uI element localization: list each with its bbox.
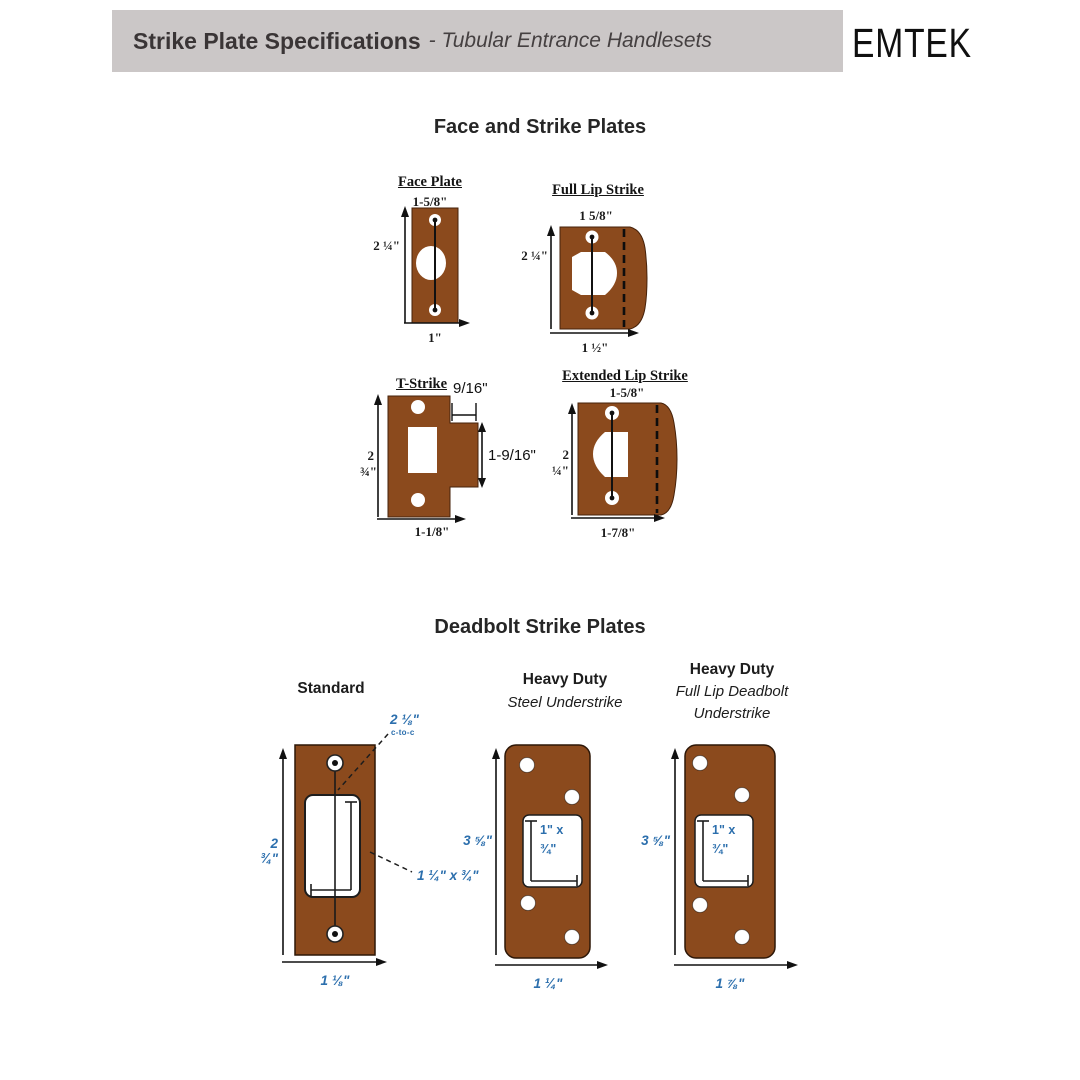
arrow-up-small — [478, 422, 486, 432]
screw-center-bottom — [332, 931, 338, 937]
screw-center-top — [432, 217, 438, 223]
screw-center-bottom — [609, 495, 615, 501]
t-strike-dim-bottom: 1-1/8" — [414, 524, 450, 539]
screw-hole-4 — [734, 929, 750, 945]
hd-steel-drawing — [492, 744, 608, 969]
extended-lip-dim-top: 1-5/8" — [609, 385, 645, 400]
latch-cutout — [593, 432, 628, 477]
face-plate-dim-top: 1-5/8" — [412, 194, 448, 209]
hd-steel-cutout-dim1: 1" x — [540, 823, 564, 837]
screw-hole-1 — [692, 755, 708, 771]
extended-lip-diagram: Extended Lip Strike 1-5/8" 2 ¼" 1-7/8" — [545, 365, 735, 550]
face-section-title: Face and Strike Plates — [433, 116, 647, 138]
latch-cutout — [408, 427, 437, 473]
ctc-leader-line — [337, 733, 389, 791]
screw-hole-3 — [692, 897, 708, 913]
full-lip-dim-bottom: 1 ½" — [581, 340, 609, 355]
page-title: Strike Plate Specifications — [133, 27, 421, 54]
bolt-cutout — [694, 814, 754, 888]
extended-lip-label: Extended Lip Strike — [562, 368, 688, 384]
arrow-right — [459, 319, 470, 327]
hd-full-lip-title: Heavy Duty — [689, 661, 775, 678]
hd-full-lip-diagram: Heavy Duty Full Lip Deadbolt Understrike… — [640, 645, 855, 1000]
screw-center-top — [332, 760, 338, 766]
hd-steel-diagram: Heavy Duty Steel Understrike 3 ⅝" 1 ¼" 1… — [460, 655, 670, 1000]
arrow-up — [279, 748, 287, 759]
standard-dim-cutout: 1 ¼" x ¾" — [417, 868, 479, 883]
face-plate-dim-left: 2 ¼" — [373, 238, 400, 253]
extended-lip-dim-bottom: 1-7/8" — [600, 525, 636, 540]
full-lip-dim-top: 1 5/8" — [579, 208, 613, 223]
face-plate-dim-bottom: 1" — [428, 330, 442, 345]
arrow-up — [671, 748, 679, 759]
header-bar: Strike Plate Specifications - Tubular En… — [112, 10, 843, 72]
arrow-up — [492, 748, 500, 759]
screw-center-bottom — [589, 310, 595, 316]
arrow-right — [597, 961, 608, 969]
arrow-up — [568, 403, 576, 414]
standard-dim-ctc: 2 ⅛" — [390, 712, 419, 727]
hd-full-lip-subtitle-1: Full Lip Deadbolt — [675, 683, 789, 700]
screw-hole-3 — [520, 895, 536, 911]
hd-steel-cutout-dim2: ¾" — [540, 842, 557, 856]
full-lip-label: Full Lip Strike — [552, 182, 644, 198]
screw-hole-1 — [519, 757, 535, 773]
screw-center-top — [609, 410, 615, 416]
screw-hole-2 — [564, 789, 580, 805]
cutout-leader-line — [369, 851, 413, 873]
arrow-right — [787, 961, 798, 969]
latch-cutout — [416, 246, 446, 280]
hd-steel-dim-bottom: 1 ¼" — [533, 976, 563, 991]
extended-lip-drawing — [568, 402, 678, 522]
screw-hole-2 — [734, 787, 750, 803]
arrow-down-small — [478, 478, 486, 488]
hd-steel-subtitle: Steel Understrike — [507, 694, 623, 711]
screw-hole-bottom — [411, 493, 425, 507]
hd-full-lip-cutout-dim1: 1" x — [712, 823, 736, 837]
bolt-cutout — [304, 794, 361, 898]
hd-full-lip-drawing — [671, 744, 798, 969]
hd-full-lip-subtitle-2: Understrike — [693, 705, 771, 722]
hd-steel-dim-left: 3 ⅝" — [463, 833, 492, 848]
full-lip-strike-diagram: Full Lip Strike 1 5/8" 2 ¼" 1 ½" — [520, 178, 710, 378]
t-strike-dim-tab: 9/16" — [453, 380, 488, 397]
arrow-up — [401, 206, 409, 217]
extended-lip-dim-left: 2 ¼" — [552, 447, 569, 478]
face-plate-drawing — [401, 206, 470, 327]
standard-dim-left: 2 ¾" — [260, 836, 278, 866]
standard-dim-ctc-sub: c-to-c — [391, 728, 415, 737]
full-lip-dim-left: 2 ¼" — [521, 248, 548, 263]
bolt-cutout — [522, 814, 583, 888]
arrow-right — [654, 514, 665, 522]
standard-dim-bottom: 1 ⅛" — [320, 973, 350, 988]
screw-center-top — [589, 234, 595, 240]
screw-hole-top — [411, 400, 425, 414]
arrow-right — [628, 329, 639, 337]
face-plate-diagram: Face Plate 1-5/8" 2 ¼" 1" — [360, 172, 530, 372]
screw-hole-4 — [564, 929, 580, 945]
arrow-right — [376, 958, 387, 966]
arrow-up — [374, 394, 382, 405]
hd-steel-title: Heavy Duty — [522, 671, 608, 688]
arrow-right — [455, 515, 466, 523]
arrow-up — [547, 225, 555, 236]
screw-center-bottom — [432, 307, 438, 313]
standard-deadbolt-diagram: Standard 2 ⅛" c-to-c 2 ¾" 1 ⅛" 1 ¼" x ¾" — [250, 672, 510, 1002]
t-strike-drawing — [374, 394, 486, 523]
hd-full-lip-cutout-dim2: ¾" — [712, 842, 729, 856]
t-strike-diagram: T-Strike 9/16" 1-9/16" 2 ¾" 1-1/8" — [360, 370, 550, 550]
t-strike-dim-left: 2 ¾" — [360, 448, 377, 479]
t-strike-label: T-Strike — [396, 376, 448, 392]
page-subtitle: - Tubular Entrance Handlesets — [428, 29, 712, 52]
face-plate-label: Face Plate — [397, 174, 462, 190]
full-lip-drawing — [547, 225, 648, 337]
t-strike-dim-right: 1-9/16" — [488, 447, 536, 464]
hd-full-lip-dim-left: 3 ⅝" — [641, 833, 670, 848]
standard-deadbolt-drawing — [279, 733, 413, 966]
hd-full-lip-dim-bottom: 1 ⅞" — [715, 976, 745, 991]
latch-cutout — [572, 252, 617, 295]
standard-title: Standard — [297, 680, 365, 697]
emtek-logo: EMTEK — [852, 20, 972, 66]
deadbolt-section-title: Deadbolt Strike Plates — [434, 616, 646, 638]
